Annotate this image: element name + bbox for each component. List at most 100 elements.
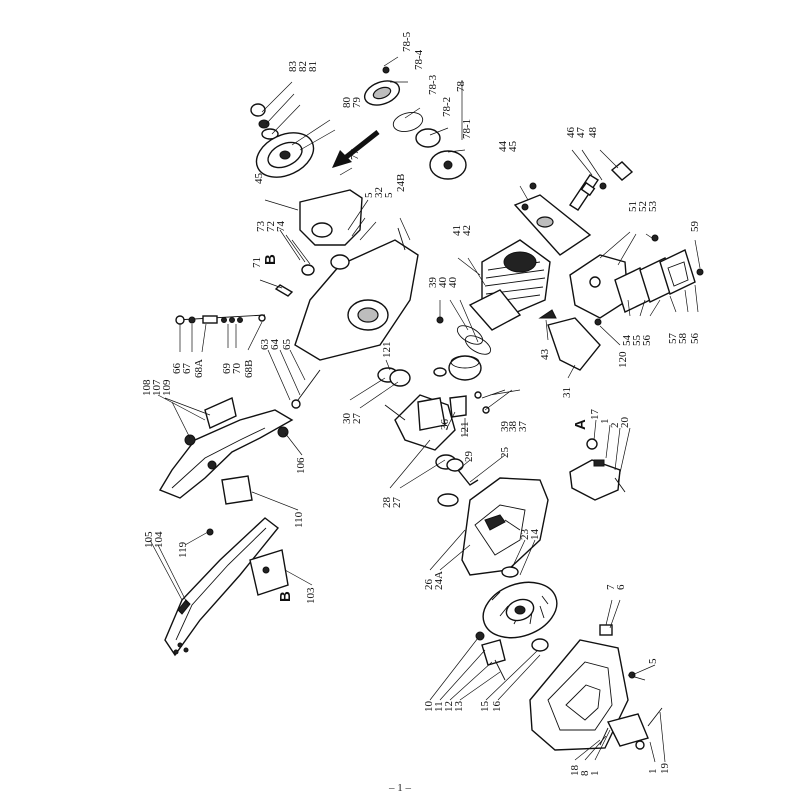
flywheel-group <box>475 566 558 681</box>
part-number-p121a: 121 <box>381 342 393 359</box>
part-number-p108: 108 <box>141 379 153 396</box>
part-number-p82: 82 <box>297 61 309 72</box>
part-number-p78_3: 78-3 <box>427 74 439 95</box>
part-number-p15: 15 <box>479 701 491 713</box>
part-number-p120: 120 <box>617 351 629 368</box>
part-number-p78: 78 <box>455 81 467 93</box>
part-number-p13: 13 <box>453 701 465 713</box>
part-number-p78_4: 78-4 <box>413 49 425 70</box>
part-number-p1c: 1 <box>647 769 659 775</box>
part-number-p77: 77 <box>349 149 361 161</box>
part-number-p109: 109 <box>161 379 173 396</box>
part-number-p44: 44 <box>497 141 509 153</box>
part-number-p121b: 121 <box>459 422 471 439</box>
part-number-p119: 119 <box>177 541 189 558</box>
part-number-p25: 25 <box>499 447 511 459</box>
part-number-p31: 31 <box>561 387 573 398</box>
front-handle <box>158 397 294 499</box>
part-number-p23: 23 <box>519 529 531 541</box>
part-number-p70: 70 <box>231 363 243 375</box>
part-number-p28: 28 <box>381 497 393 509</box>
crankshaft-group <box>377 367 479 486</box>
clutch-group <box>250 66 467 180</box>
part-number-p45a: 45 <box>253 173 265 185</box>
part-number-p32: 32 <box>373 187 385 198</box>
part-number-p16: 16 <box>491 701 503 713</box>
part-number-p53: 53 <box>647 201 659 213</box>
part-number-p54: 54 <box>621 335 633 347</box>
muffler-group <box>538 234 704 371</box>
part-number-p56b: 56 <box>689 333 701 345</box>
part-number-p64: 64 <box>269 339 281 351</box>
part-number-p59: 59 <box>689 221 701 233</box>
starter-housing <box>529 624 663 751</box>
part-number-p40a: 40 <box>437 277 449 289</box>
part-number-p107: 107 <box>151 379 163 396</box>
part-number-p41: 41 <box>451 225 463 236</box>
part-number-p26: 26 <box>423 579 435 591</box>
part-number-p74: 74 <box>275 221 287 233</box>
leader-lines <box>149 56 701 763</box>
part-number-p1b: 1 <box>589 771 601 777</box>
part-number-p40b: 40 <box>447 277 459 289</box>
part-number-p80: 80 <box>341 97 353 109</box>
part-number-p66: 66 <box>171 363 183 375</box>
part-number-p68B: 68B <box>243 360 255 378</box>
part-number-p38: 38 <box>507 421 519 433</box>
part-number-p39b: 39 <box>499 421 511 433</box>
part-number-p39a: 39 <box>427 277 439 289</box>
part-number-p43: 43 <box>539 349 551 361</box>
part-number-p73: 73 <box>255 221 267 233</box>
part-number-p19: 19 <box>659 763 671 775</box>
page-number: – 1 – <box>389 782 411 794</box>
part-number-p110: 110 <box>293 511 305 528</box>
part-number-p46: 46 <box>565 127 577 139</box>
part-number-p12: 12 <box>443 701 455 712</box>
part-number-p78_5: 78-5 <box>401 31 413 52</box>
part-number-p17: 17 <box>589 409 601 421</box>
part-number-p8: 8 <box>579 770 591 776</box>
callout-letters: B A B <box>262 254 589 602</box>
part-number-p24B: 24B <box>395 174 407 192</box>
part-number-p27b: 27 <box>391 497 403 509</box>
part-number-p11: 11 <box>433 701 445 712</box>
callout-b-lower: B <box>277 591 294 602</box>
part-number-p78_1: 78-1 <box>461 119 473 139</box>
part-number-p65: 65 <box>281 339 293 351</box>
part-number-p45b: 45 <box>507 141 519 153</box>
part-number-p37: 37 <box>517 421 529 433</box>
part-number-p51: 51 <box>627 201 639 212</box>
part-number-p103: 103 <box>305 587 317 604</box>
part-number-p5c: 5 <box>647 658 659 664</box>
part-number-p29: 29 <box>463 451 475 463</box>
part-number-p81: 81 <box>307 61 319 72</box>
part-number-p47: 47 <box>575 127 587 139</box>
part-number-p104: 104 <box>153 531 165 548</box>
part-number-p72: 72 <box>265 221 277 232</box>
part-number-p71: 71 <box>251 257 263 268</box>
part-number-p52: 52 <box>637 201 649 212</box>
part-number-p2a: 2 <box>609 423 621 429</box>
part-number-p55: 55 <box>631 335 643 347</box>
ignition-module <box>569 438 626 501</box>
part-number-p6: 6 <box>615 584 627 590</box>
part-number-p5a: 5 <box>363 192 375 198</box>
part-number-p27a: 27 <box>351 413 363 425</box>
part-number-p105: 105 <box>143 531 155 548</box>
part-number-p106: 106 <box>295 457 307 474</box>
crankcase-left-half <box>437 477 549 576</box>
part-number-p7: 7 <box>605 584 617 590</box>
part-number-p63: 63 <box>259 339 271 351</box>
part-number-p1a: 1 <box>599 419 611 425</box>
part-number-p68A: 68A <box>193 359 205 378</box>
part-number-p83: 83 <box>287 61 299 73</box>
part-number-p78_2: 78-2 <box>441 97 453 117</box>
part-number-p10: 10 <box>423 701 435 713</box>
oil-pump-parts <box>175 284 321 409</box>
part-number-p24A: 24A <box>433 571 445 590</box>
guide-bar <box>164 475 289 657</box>
part-number-p14: 14 <box>529 529 541 541</box>
part-number-p69: 69 <box>221 363 233 375</box>
